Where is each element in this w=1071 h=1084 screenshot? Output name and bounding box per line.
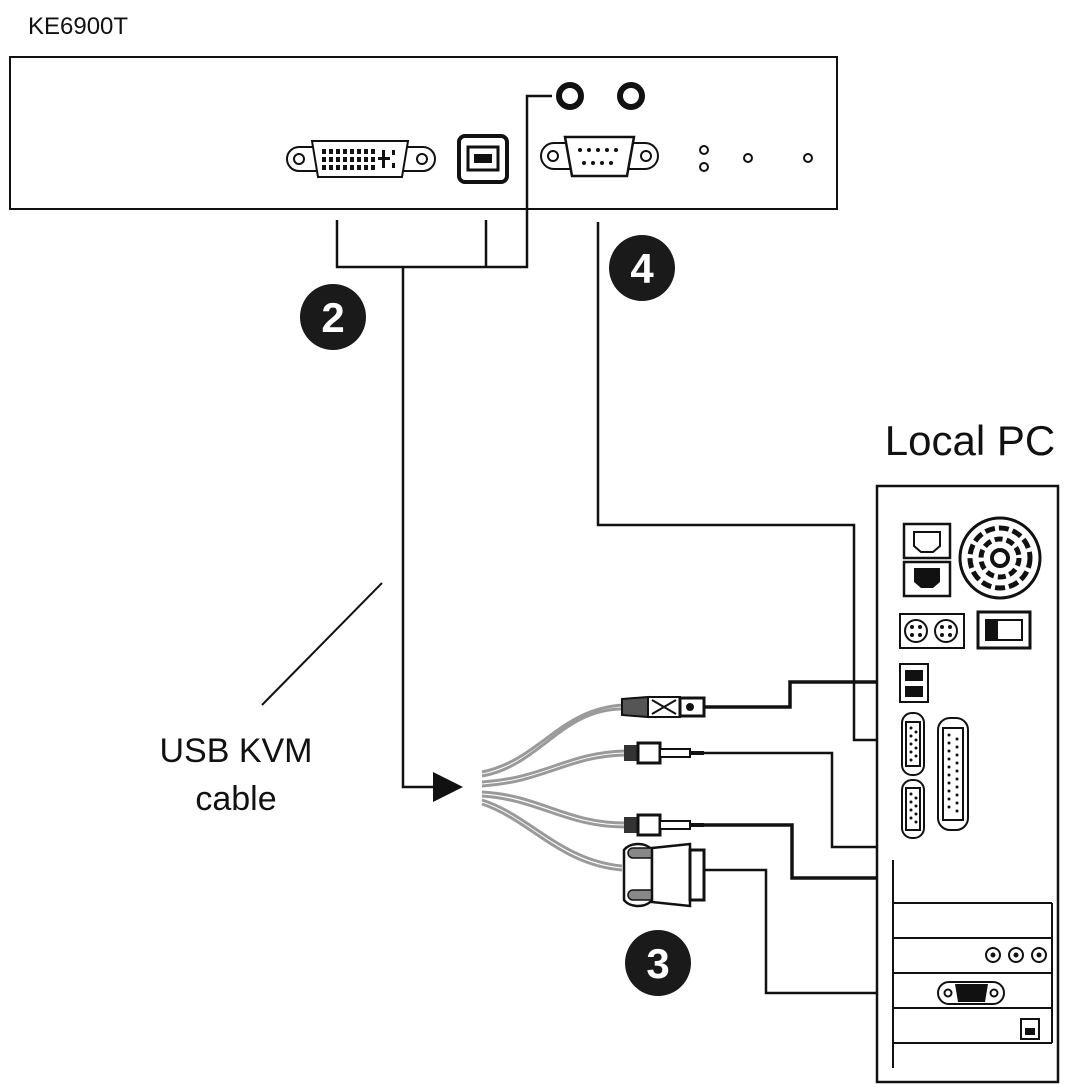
status-led-icon xyxy=(699,145,813,172)
dvi-port-icon xyxy=(286,140,436,178)
usb-a-plug-icon xyxy=(621,695,706,719)
usb-b-port-icon xyxy=(457,134,509,184)
parallel-port-icon xyxy=(937,717,969,831)
cable-label-line2: cable xyxy=(195,780,276,818)
pc-vga-port-icon xyxy=(937,981,1005,1005)
fan-icon xyxy=(958,516,1042,600)
power-switch-icon xyxy=(976,610,1032,650)
step-2-badge: 2 xyxy=(300,284,366,350)
device-audio-jack-icon xyxy=(556,82,645,110)
svg-text:4: 4 xyxy=(630,245,654,292)
ps2-port-icon xyxy=(899,613,965,649)
pc-serial-port-icon xyxy=(901,712,925,839)
kvm-cable-bundle xyxy=(481,703,627,872)
device-connection-lines xyxy=(335,94,895,802)
vga-plug-icon xyxy=(622,842,706,908)
pc-usb-port-icon xyxy=(899,663,929,703)
audio-plug-2-icon xyxy=(624,813,704,837)
serial-port-icon xyxy=(540,135,659,178)
sound-card-jack-icon xyxy=(985,947,1047,963)
device-name-label: KE6900T xyxy=(28,13,128,40)
ke6900t-panel xyxy=(9,56,838,210)
step-3-badge: 3 xyxy=(625,930,691,996)
pc-title-label: Local PC xyxy=(885,417,1055,464)
step-4-badge: 4 xyxy=(609,235,675,301)
cable-label-line1: USB KVM xyxy=(159,732,312,770)
expansion-slots xyxy=(892,860,1053,1068)
svg-text:3: 3 xyxy=(646,940,669,987)
pc-bottom-port-icon xyxy=(1020,1018,1040,1040)
audio-plug-1-icon xyxy=(624,741,704,765)
power-socket-icon xyxy=(902,522,952,598)
cable-callout-line xyxy=(261,582,383,706)
svg-text:2: 2 xyxy=(321,294,344,341)
